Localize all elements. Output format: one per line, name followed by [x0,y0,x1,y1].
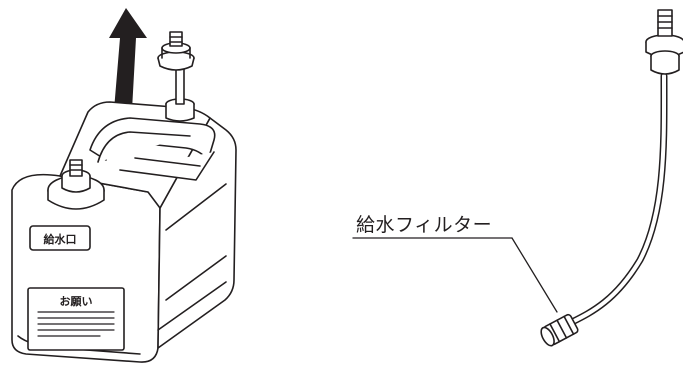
tank-notice-title: お願い [60,295,93,308]
filter-callout-label: 給水フィルター [356,214,493,236]
water-tank-icon [11,98,237,363]
lifted-filter-icon [157,31,195,105]
tank-port-label: 給水口 [44,232,77,246]
arrow-up-icon [109,8,147,110]
water-filter-hose-icon [540,9,683,347]
callout-leader [352,237,558,313]
